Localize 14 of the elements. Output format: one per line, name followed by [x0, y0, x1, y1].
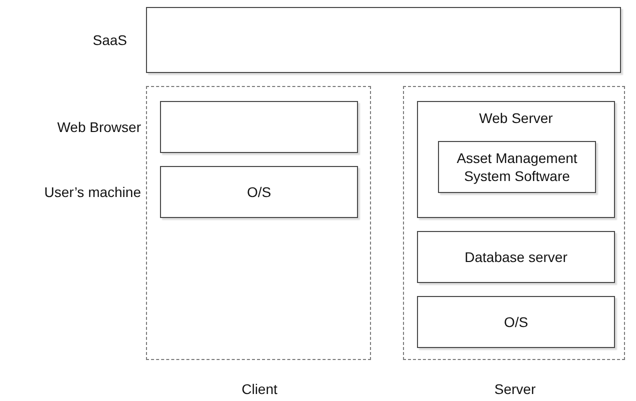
- box-label: O/S: [502, 313, 530, 331]
- box-label: O/S: [246, 183, 272, 201]
- layer-box: [417, 296, 615, 348]
- box-label: Database server: [464, 248, 568, 266]
- layer-box: [417, 101, 615, 218]
- software-box: [438, 141, 596, 193]
- layer-label: User’s machine: [44, 184, 141, 201]
- group-label: Client: [240, 381, 278, 398]
- layer-box: [417, 231, 615, 283]
- box-label: Web Server: [478, 109, 554, 127]
- layer-label: Web Browser: [57, 119, 141, 136]
- box-label: Asset Management System Software: [456, 149, 578, 185]
- layer-label: SaaS: [92, 32, 127, 49]
- group-label: Server: [493, 381, 537, 398]
